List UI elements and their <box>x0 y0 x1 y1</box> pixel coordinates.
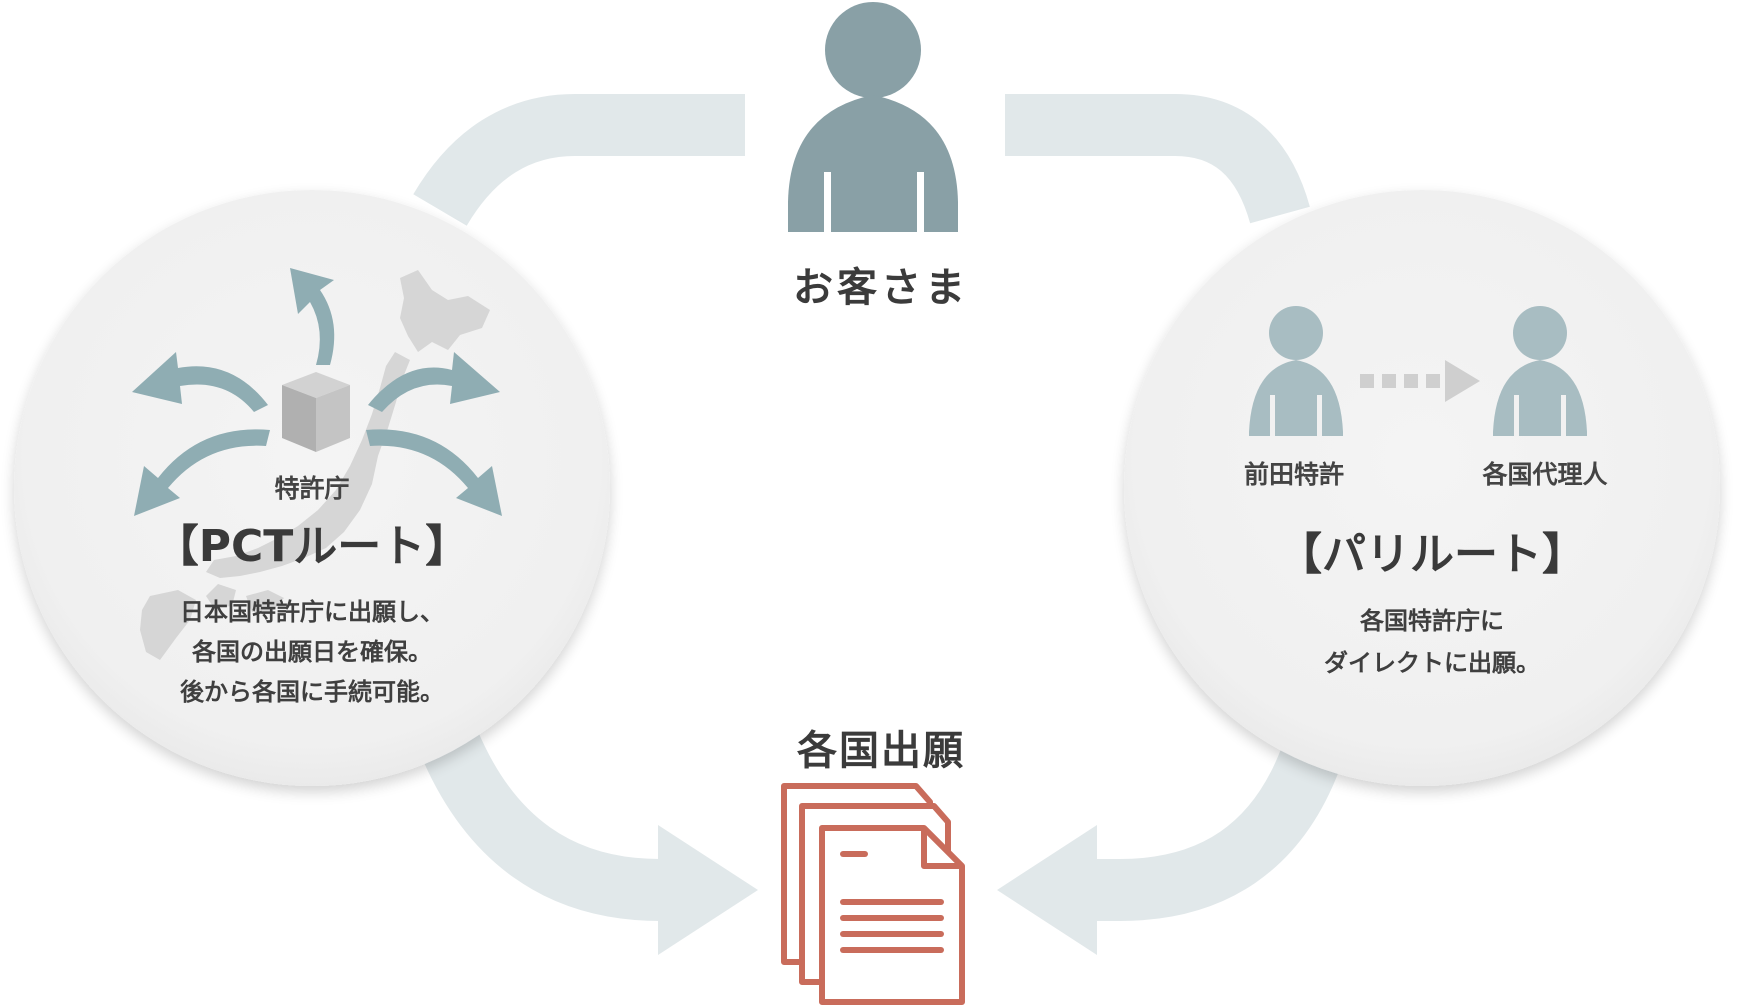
flow-arrowhead-paris <box>997 825 1097 955</box>
foreign-agent-label: 各国代理人 <box>1482 460 1608 489</box>
flow-arrows <box>413 94 1339 955</box>
paris-desc-line: 各国特許庁に <box>1360 607 1504 635</box>
paris-route-title: 【パリルート】 <box>1278 529 1586 580</box>
office-cube-icon <box>282 372 350 452</box>
route-arrow-east-upper <box>368 352 500 412</box>
pct-desc-line: 日本国特許庁に出願し、 <box>180 598 444 626</box>
pct-desc-line: 後から各国に手続可能。 <box>180 678 444 706</box>
route-arrow-west-upper <box>132 352 268 412</box>
document-lines <box>840 851 944 953</box>
dotted-arrow-icon <box>1360 360 1480 402</box>
flow-arrow-paris-to-applications <box>1085 748 1339 921</box>
flow-arrow-pct-to-applications <box>419 727 690 921</box>
route-arrow-west-lower <box>134 429 270 516</box>
customer-label: お客さま <box>793 265 969 311</box>
japan-map-icon <box>140 270 490 660</box>
pct-desc-line: 各国の出願日を確保。 <box>192 638 432 666</box>
patent-office-label: 特許庁 <box>274 474 350 503</box>
applications-label: 各国出願 <box>797 728 965 774</box>
paris-route-description: 各国特許庁に ダイレクトに出願。 <box>1262 600 1602 684</box>
flow-arrow-customer-to-paris <box>1005 94 1310 225</box>
flow-arrowhead-pct <box>658 825 758 955</box>
person-icon-agent <box>1493 306 1587 436</box>
document-stack-icon <box>781 783 965 1005</box>
pct-route-description: 日本国特許庁に出願し、 各国の出願日を確保。 後から各国に手続可能。 <box>132 592 492 712</box>
paris-desc-line: ダイレクトに出願。 <box>1324 649 1540 677</box>
route-arrow-east-lower <box>366 429 502 516</box>
maeda-patent-label: 前田特許 <box>1243 460 1344 489</box>
route-arrow-north <box>290 268 335 365</box>
pct-route-arrows <box>132 268 502 516</box>
flow-arrow-customer-to-pct <box>413 94 745 227</box>
pct-route-title: 【PCTルート】 <box>154 521 470 572</box>
person-icon-maeda <box>1249 306 1343 436</box>
customer-icon <box>788 2 958 232</box>
